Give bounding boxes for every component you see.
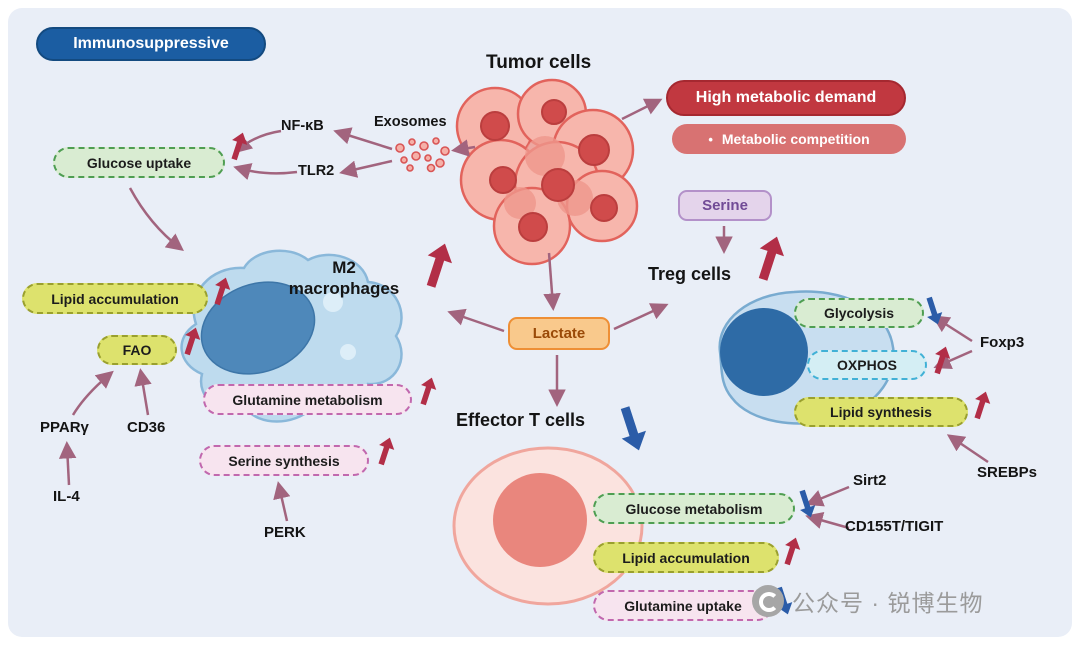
arrow-tumor-to-high-demand [621,98,663,121]
foxp3-label: Foxp3 [980,334,1025,351]
pparg-label: PPARγ [40,419,89,436]
m2-macrophages-label: M2 macrophages [268,257,420,299]
fao-box: FAO [97,335,177,365]
increase-arrow [966,387,997,423]
tlr2-label: TLR2 [298,163,335,179]
metabolic-competition-badge: • Metabolic competition [672,124,906,154]
increase-arrow [412,373,443,409]
watermark-text: 公众号 · 锐博生物 [792,590,984,616]
increase-arrow [370,433,401,469]
m2-macrophage-illustration [180,249,403,423]
arrow-lactate-to-treg [613,303,669,331]
increase-arrow [413,237,462,294]
sirt2-label: Sirt2 [853,472,887,489]
srebps-label: SREBPs [977,464,1038,481]
arrow-sirt2-to-glucose-metabolism [805,485,850,507]
arrow-cd155-to-glucose-metabolism [805,511,850,530]
serine-box: Serine [678,190,772,221]
watermark-logo-icon [752,585,784,617]
arrow-pparg-to-fao [71,370,114,416]
metabolic-competition-label: Metabolic competition [721,131,870,147]
exosomes-label: Exosomes [374,114,447,130]
glutamine-uptake-box: Glutamine uptake [593,590,773,621]
increase-arrow [206,273,237,309]
glycolysis-box: Glycolysis [794,298,924,328]
glucose-uptake-box: Glucose uptake [53,147,225,178]
bullet-icon: • [708,131,713,147]
arrow-tlr2-to-glucose-uptake [233,163,298,180]
m2-label-line1: M2 [332,258,356,277]
tumor-cells-label: Tumor cells [486,52,592,73]
glucose-metabolism-box: Glucose metabolism [593,493,795,524]
arrow-exosomes-to-tlr2 [339,159,393,178]
tumor-cells-illustration [455,78,639,266]
lactate-box: Lactate [508,317,610,350]
arrow-foxp3-to-glycolysis [931,315,973,343]
arrow-srebps-to-lipid-synthesis [946,434,989,464]
nfkb-label: NF-κB [281,118,324,134]
watermark: 公众号 · 锐博生物 [752,584,983,618]
glutamine-metabolism-box: Glutamine metabolism [203,384,412,415]
arrow-tumor-to-lactate [543,252,561,311]
perk-label: PERK [264,524,306,541]
arrow-lactate-to-m2 [447,308,505,333]
arrow-glucose-uptake-to-m2 [128,187,184,252]
serine-synthesis-box: Serine synthesis [199,445,369,476]
arrow-perk-to-serine-synthesis [273,481,291,522]
arrow-il4-to-pparg [58,441,77,486]
cd36-label: CD36 [127,419,166,436]
il4-label: IL-4 [53,488,80,505]
arrow-foxp3-to-oxphos [933,349,973,369]
lipid-accumulation-effector-box: Lipid accumulation [593,542,779,573]
arrow-tumor-to-exosomes [451,139,476,157]
increase-arrow [776,533,807,569]
increase-arrow [176,323,207,359]
m2-label-line2: macrophages [288,279,400,298]
immunosuppressive-badge: Immunosuppressive [36,27,266,61]
increase-arrow [745,230,794,287]
cd155t-tigit-label: CD155T/TIGIT [845,518,944,535]
lipid-accumulation-m2-box: Lipid accumulation [22,283,208,314]
exosomes-dots [395,137,450,173]
treg-cells-label: Treg cells [648,264,732,284]
effector-t-cells-label: Effector T cells [456,410,586,430]
arrow-cd36-to-fao [134,368,152,416]
high-metabolic-demand-badge: High metabolic demand [666,80,906,116]
arrow-exosomes-to-nfkb [333,127,393,151]
lipid-synthesis-box: Lipid synthesis [794,397,968,427]
decrease-arrow [607,401,656,458]
oxphos-box: OXPHOS [807,350,927,380]
arrow-nfkb-to-glucose-uptake [234,129,282,154]
